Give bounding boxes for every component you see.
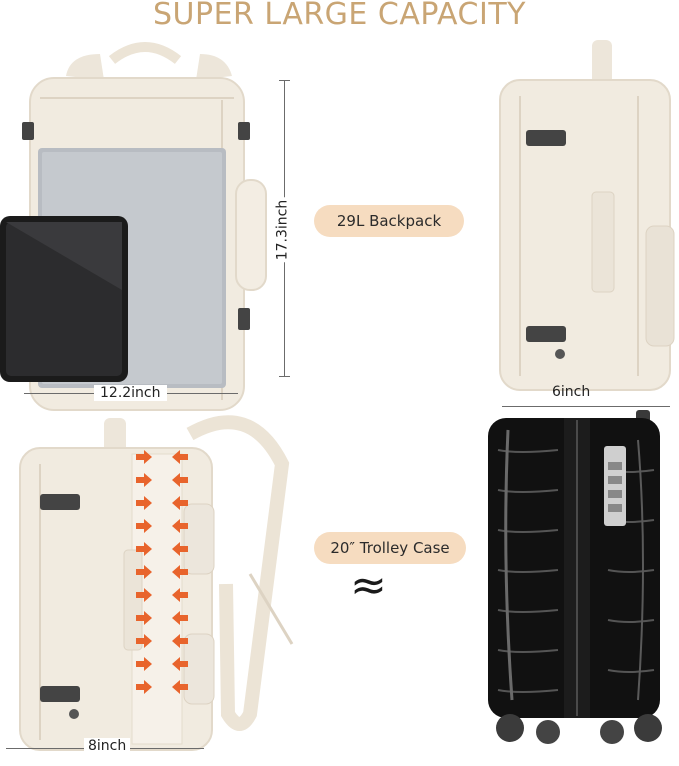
expansion-arrow-pair bbox=[136, 565, 188, 579]
expansion-arrow-pair bbox=[136, 496, 188, 510]
expansion-arrow-pair bbox=[136, 634, 188, 648]
expansion-arrow-pair bbox=[136, 473, 188, 487]
height-dimension-cap bbox=[279, 80, 290, 81]
expansion-arrows bbox=[136, 450, 188, 694]
expansion-arrow-pair bbox=[136, 588, 188, 602]
backpack-front-image bbox=[0, 42, 267, 411]
depth-dimension-line-top bbox=[502, 406, 670, 407]
expansion-arrow-pair bbox=[136, 542, 188, 556]
backpack-side-image bbox=[499, 40, 675, 391]
depth-bottom-dimension-label: 8inch bbox=[84, 738, 131, 754]
expansion-arrow-pair bbox=[136, 680, 188, 694]
expansion-arrow-pair bbox=[136, 450, 188, 464]
page-title: SUPER LARGE CAPACITY bbox=[152, 0, 527, 32]
expansion-arrow-pair bbox=[136, 519, 188, 533]
expansion-arrow-pair bbox=[136, 657, 188, 671]
width-dimension-label: 12.2inch bbox=[94, 385, 167, 401]
trolley-suitcase-image bbox=[488, 410, 662, 744]
depth-top-dimension-label: 6inch bbox=[552, 384, 591, 400]
height-dimension-cap bbox=[279, 376, 290, 377]
expansion-arrow-pair bbox=[136, 611, 188, 625]
backpack-capacity-label: 29L Backpack bbox=[314, 205, 464, 237]
approximately-equal-icon: ≈ bbox=[350, 560, 387, 611]
trolley-size-label: 20″ Trolley Case bbox=[314, 532, 466, 564]
height-dimension-label: 17.3inch bbox=[274, 197, 291, 263]
